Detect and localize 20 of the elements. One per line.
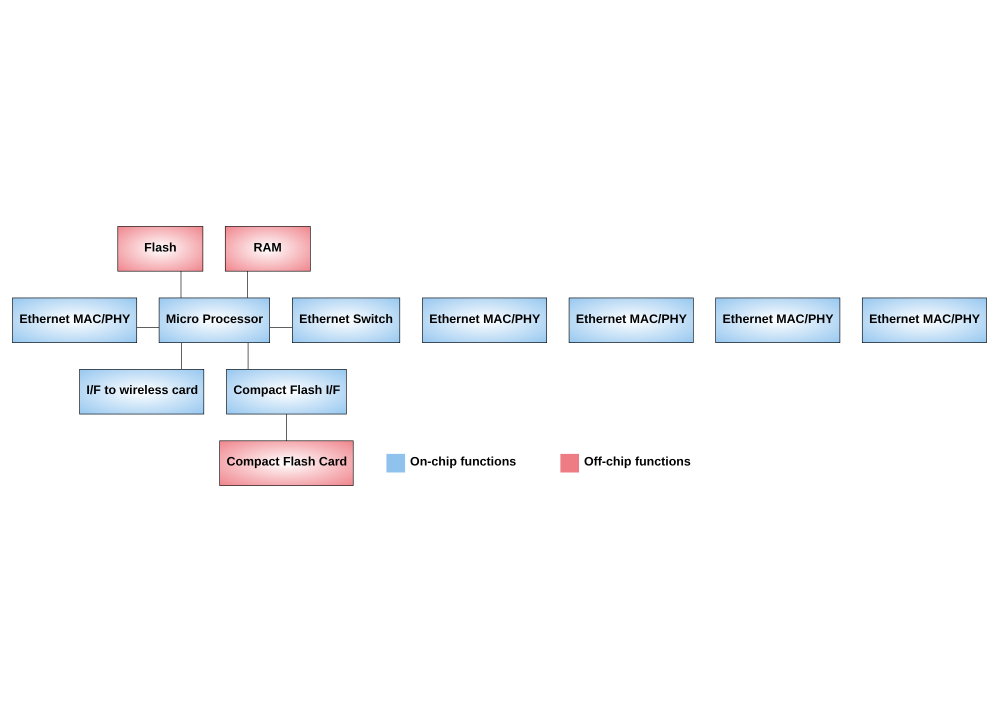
node-box: Micro Processor [158, 297, 270, 342]
node-box: RAM [224, 226, 310, 272]
connector [247, 342, 248, 369]
node-box: Flash [116, 226, 203, 272]
connector [180, 342, 182, 369]
node-box: Ethernet MAC/PHY [422, 297, 547, 342]
connector [269, 326, 292, 328]
connector [180, 270, 181, 298]
node-box: Ethernet Switch [292, 297, 400, 342]
node-box: Ethernet MAC/PHY [568, 297, 694, 342]
node-box: Compact Flash I/F [226, 368, 346, 414]
node-box: Ethernet MAC/PHY [12, 297, 137, 342]
node-box: Ethernet MAC/PHY [861, 297, 986, 342]
node-box: I/F to wireless card [78, 368, 204, 414]
connector [136, 326, 159, 328]
legend-label: On-chip functions [410, 454, 516, 468]
legend-label: Off-chip functions [583, 454, 690, 468]
node-box: Compact Flash Card [218, 440, 354, 486]
node-box: Ethernet MAC/PHY [714, 297, 840, 342]
connector [246, 270, 248, 298]
